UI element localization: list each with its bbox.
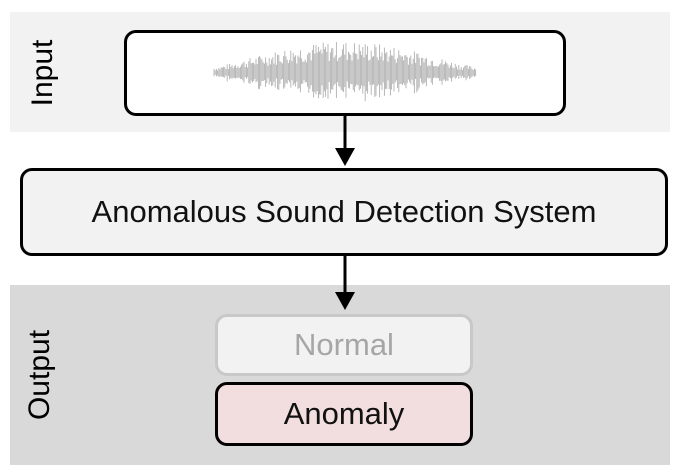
arrow-input-to-system	[335, 116, 355, 166]
normal-label: Normal	[294, 327, 394, 362]
arrow-system-to-output	[335, 256, 355, 310]
audio-waveform-icon	[213, 42, 477, 102]
normal-output-box: Normal	[215, 314, 473, 376]
detection-system-title: Anomalous Sound Detection System	[91, 194, 597, 229]
input-waveform-box	[124, 30, 566, 116]
detection-system-box: Anomalous Sound Detection System	[20, 168, 668, 256]
anomaly-output-box: Anomaly	[215, 382, 473, 446]
anomaly-label: Anomaly	[283, 396, 405, 431]
